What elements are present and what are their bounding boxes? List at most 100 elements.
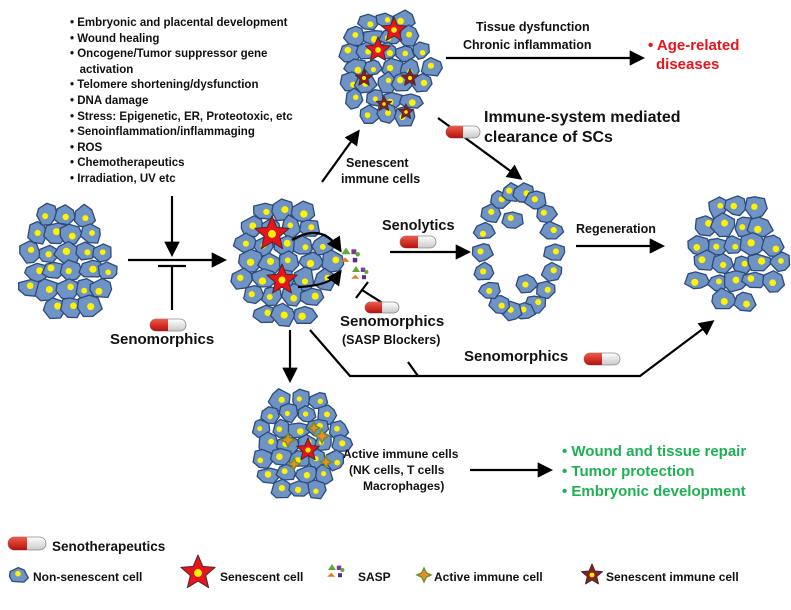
non-senescent-cell (746, 216, 774, 238)
label-senolytics: Senolytics (382, 218, 455, 234)
legend-senescent-immune-cell (581, 563, 603, 585)
arrow-sasp-from-cell-2 (297, 269, 342, 289)
label-senomorphics-sasp: Senomorphics (340, 313, 445, 330)
non-senescent-cell (97, 261, 118, 280)
non-senescent-cell (473, 261, 495, 281)
non-senescent-cell (733, 291, 757, 312)
label-tissue-dysfunction: Tissue dysfunction (476, 20, 590, 34)
non-senescent-cell (315, 463, 334, 486)
non-senescent-cell (19, 240, 42, 264)
trigger-item: • Stress: Epigenetic, ER, Proteotoxic, e… (70, 110, 293, 123)
non-senescent-cell (410, 72, 433, 93)
non-senescent-cell (53, 204, 76, 226)
non-senescent-cell (321, 249, 345, 273)
label-chronic-inflammation: Chronic inflammation (463, 38, 592, 52)
non-senescent-cell (471, 243, 494, 263)
label-immune-cells: immune cells (341, 172, 421, 186)
senotherapeutic-capsule (149, 318, 187, 332)
label-sasp-blockers: (SASP Blockers) (342, 333, 441, 347)
trigger-item: • Chemotherapeutics (70, 157, 185, 170)
trigger-item: • Embryonic and placental development (70, 17, 288, 29)
non-senescent-cell (89, 277, 113, 299)
non-senescent-cell (59, 259, 83, 282)
non-senescent-cell (293, 305, 319, 324)
trigger-item: • Wound healing (70, 32, 160, 45)
non-senescent-cell (359, 104, 380, 124)
non-senescent-cell (257, 252, 283, 274)
non-senescent-cell (536, 280, 556, 300)
active-immune-cluster (251, 388, 354, 500)
non-senescent-cell (307, 479, 327, 500)
non-senescent-cell (288, 480, 311, 497)
legend-sasp: SASP (358, 570, 391, 584)
active-immune-cell (318, 454, 334, 470)
senescent-immune-cell (354, 68, 374, 86)
non-senescent-cell (769, 251, 791, 273)
senotherapeutic-capsule (399, 235, 437, 249)
non-senescent-cell (723, 195, 747, 217)
non-senescent-cell (73, 203, 97, 228)
non-senescent-cell (92, 243, 112, 263)
non-senescent-cell (684, 271, 711, 290)
non-senescent-cell (543, 243, 566, 261)
non-senescent-cell (711, 253, 734, 275)
bottom-route-line (309, 320, 715, 378)
healthy-tissue-cluster (17, 202, 118, 320)
trigger-list: • Embryonic and placental development • … (70, 16, 293, 188)
non-senescent-cell (38, 244, 59, 264)
active-immune-cell (415, 566, 433, 584)
outcome-embryonic-development: • Embryonic development (562, 483, 746, 500)
non-senescent-cell (342, 25, 365, 47)
non-senescent-cell (420, 56, 443, 77)
trigger-item: • Telomere shortening/dysfunction (70, 79, 259, 92)
non-senescent-cell (75, 241, 98, 261)
trigger-item: • Oncogene/Tumor suppressor gene (70, 48, 268, 61)
non-senescent-cell (292, 235, 313, 255)
non-senescent-cell (260, 406, 280, 425)
legend-active-immune: Active immune cell (434, 570, 543, 584)
senescent-immune-cell (400, 68, 420, 86)
non-senescent-cell (501, 211, 524, 229)
label-macrophages: Macrophages) (363, 479, 445, 493)
active-immune-cell (286, 456, 302, 472)
label-senomorphics-bottom: Senomorphics (464, 348, 569, 365)
non-senescent-cell (27, 220, 48, 245)
non-senescent-cell (78, 259, 105, 278)
non-senescent-cell (539, 220, 565, 240)
outcome-wound-repair: • Wound and tissue repair (562, 443, 747, 460)
label-clearance-scs: clearance of SCs (484, 129, 613, 146)
non-senescent-cell (269, 302, 296, 327)
label-immune-clearance: Immune-system mediated (484, 109, 681, 126)
non-senescent-cell (251, 268, 278, 288)
senotherapeutic-capsule (583, 352, 621, 366)
label-age-related: • Age-related (648, 37, 740, 54)
non-senescent-cell (739, 232, 767, 256)
non-senescent-cell (747, 253, 773, 272)
non-senescent-cell (36, 202, 58, 226)
non-senescent-cell (709, 212, 736, 238)
arrow-to-senescent-immune (321, 129, 360, 183)
inhibit-bar-sasp (355, 281, 369, 299)
legend-senescent: Senescent cell (220, 570, 304, 584)
senescent-immune-cell (375, 95, 393, 111)
non-senescent-cell (79, 223, 101, 244)
non-senescent-cell (711, 287, 738, 310)
senescent-immune-cell (397, 103, 415, 119)
legend-senescent-cell (180, 554, 216, 589)
non-senescent-cell (761, 270, 786, 293)
senotherapeutic-capsule (445, 125, 481, 139)
non-senescent-cell (723, 270, 749, 293)
senescent-cell (266, 263, 298, 294)
non-senescent-cell (292, 388, 311, 411)
non-senescent-cell (243, 284, 265, 305)
non-senescent-cell (260, 286, 282, 307)
non-senescent-cell (331, 434, 354, 453)
arrow-sasp-from-cell (291, 231, 342, 253)
active-immune-cell (279, 431, 297, 449)
active-immune-cell (306, 420, 322, 436)
non-senescent-cell (299, 287, 325, 307)
non-senescent-cell (741, 271, 766, 289)
label-regeneration: Regeneration (576, 222, 656, 236)
label-active-immune: Active immune cells (343, 447, 459, 461)
